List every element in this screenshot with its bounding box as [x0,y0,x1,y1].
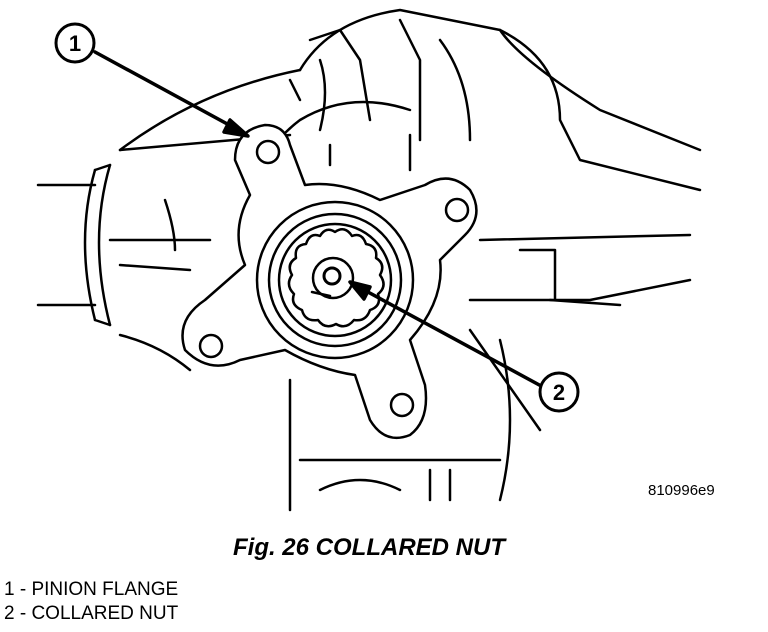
figure-caption-text: Fig. 26 COLLARED NUT [232,534,505,561]
figure-caption: Fig. 26 COLLARED NUT [0,534,768,562]
legend-item-collared-nut: 2 - COLLARED NUT [4,603,179,624]
legend: 1 - PINION FLANGE 2 - COLLARED NUT [4,578,178,626]
pinion-flange [181,123,478,440]
callout-1-label: 1 [69,31,81,56]
callout-1: 1 [54,22,96,64]
axle-tube [36,133,292,372]
collared-nut [287,228,385,328]
leader-lines [93,50,545,389]
callout-2: 2 [538,371,580,413]
differential-illustration: 1 2 [36,8,702,512]
part-code: 810996e9 [648,482,715,499]
callout-2-label: 2 [553,380,565,405]
legend-item-pinion-flange: 1 - PINION FLANGE [4,579,179,600]
differential-housing [108,8,702,512]
